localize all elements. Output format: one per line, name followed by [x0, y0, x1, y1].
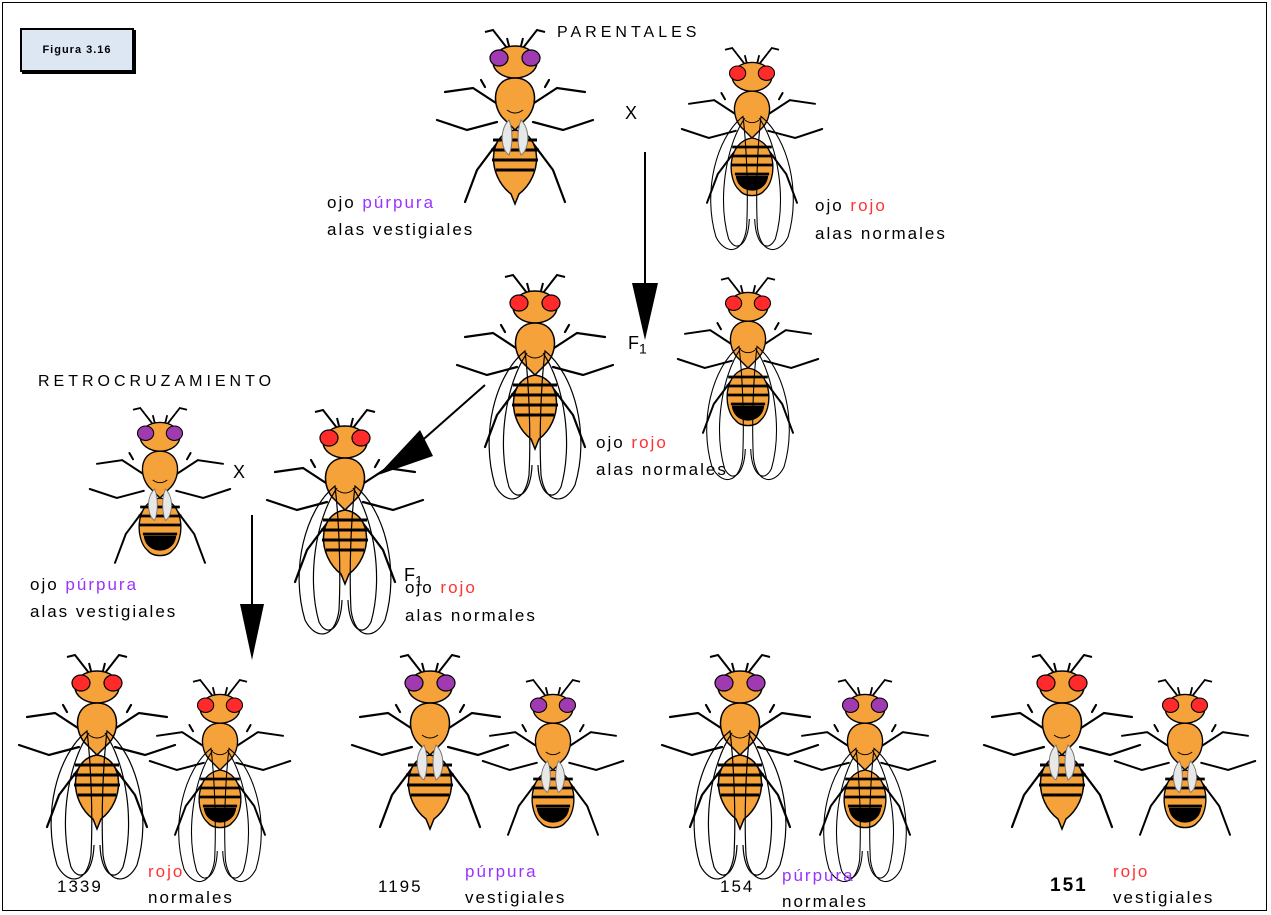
word-ojo: ojo: [405, 578, 434, 597]
progeny-4-wings: vestigiales: [1113, 888, 1214, 908]
f1-letter: F: [628, 333, 639, 353]
progeny-3-eye: púrpura: [782, 866, 855, 886]
cross-symbol-backcross: X: [233, 462, 245, 483]
progeny-2-male-fly: [483, 680, 623, 835]
backcross-tester-eye-label: ojo púrpura: [30, 575, 138, 595]
parentales-title: PARENTALES: [557, 24, 700, 42]
figure-label: Figura 3.16: [42, 44, 111, 56]
progeny-2-count: 1195: [378, 877, 423, 897]
backcross-tester-fly: [90, 408, 230, 563]
progeny-1-female-fly: [19, 655, 175, 879]
f1-subscript: 1: [639, 341, 647, 357]
f1-label-main: F1: [628, 333, 647, 357]
word-rojo: rojo: [631, 433, 667, 452]
cross-symbol-parents: X: [625, 103, 637, 124]
progeny-4-female-fly: [984, 655, 1140, 829]
f1-eye-label: ojo rojo: [596, 433, 668, 453]
word-purpura: púrpura: [65, 575, 138, 594]
backcross-f1-fly: [267, 410, 423, 634]
arrow-parents-to-f1: [632, 152, 658, 340]
backcross-f1-eye-label: ojo rojo: [405, 578, 477, 598]
progeny-1-eye: rojo: [148, 862, 184, 882]
backcross-tester-wing-label: alas vestigiales: [30, 602, 177, 622]
arrow-f1-to-backcross: [378, 385, 485, 475]
parent1-wing-label: alas vestigiales: [327, 220, 474, 240]
word-ojo: ojo: [815, 196, 844, 215]
parent1-eye-label: ojo púrpura: [327, 193, 435, 213]
arrow-backcross-to-progeny: [240, 515, 264, 660]
progeny-3-wings: normales: [782, 892, 868, 912]
retrocruzamiento-title: RETROCRUZAMIENTO: [38, 373, 275, 391]
progeny-3-count: 154: [720, 877, 754, 897]
progeny-2-wings: vestigiales: [465, 888, 566, 908]
f1-male-fly: [678, 278, 818, 480]
word-rojo: rojo: [850, 196, 886, 215]
parent-purple-vestigial-fly: [437, 30, 593, 204]
progeny-2-eye: púrpura: [465, 862, 538, 882]
progeny-3-male-fly: [795, 680, 935, 882]
word-ojo: ojo: [596, 433, 625, 452]
f1-wing-label: alas normales: [596, 460, 728, 480]
progeny-1-male-fly: [150, 680, 290, 882]
figure-label-box: Figura 3.16: [20, 28, 134, 72]
progeny-3-female-fly: [662, 655, 818, 879]
progeny-2-female-fly: [352, 655, 508, 829]
word-rojo: rojo: [440, 578, 476, 597]
word-ojo: ojo: [30, 575, 59, 594]
progeny-4-eye: rojo: [1113, 862, 1149, 882]
progeny-1-wings: normales: [148, 888, 234, 908]
parent2-wing-label: alas normales: [815, 224, 947, 244]
parent-red-normal-fly: [682, 48, 822, 250]
word-purpura: púrpura: [362, 193, 435, 212]
word-ojo: ojo: [327, 193, 356, 212]
progeny-4-male-fly: [1115, 680, 1255, 835]
progeny-4-count: 151: [1050, 875, 1088, 897]
progeny-1-count: 1339: [57, 877, 103, 897]
parent2-eye-label: ojo rojo: [815, 196, 887, 216]
f1-female-fly: [457, 275, 613, 499]
backcross-f1-wing-label: alas normales: [405, 606, 537, 626]
